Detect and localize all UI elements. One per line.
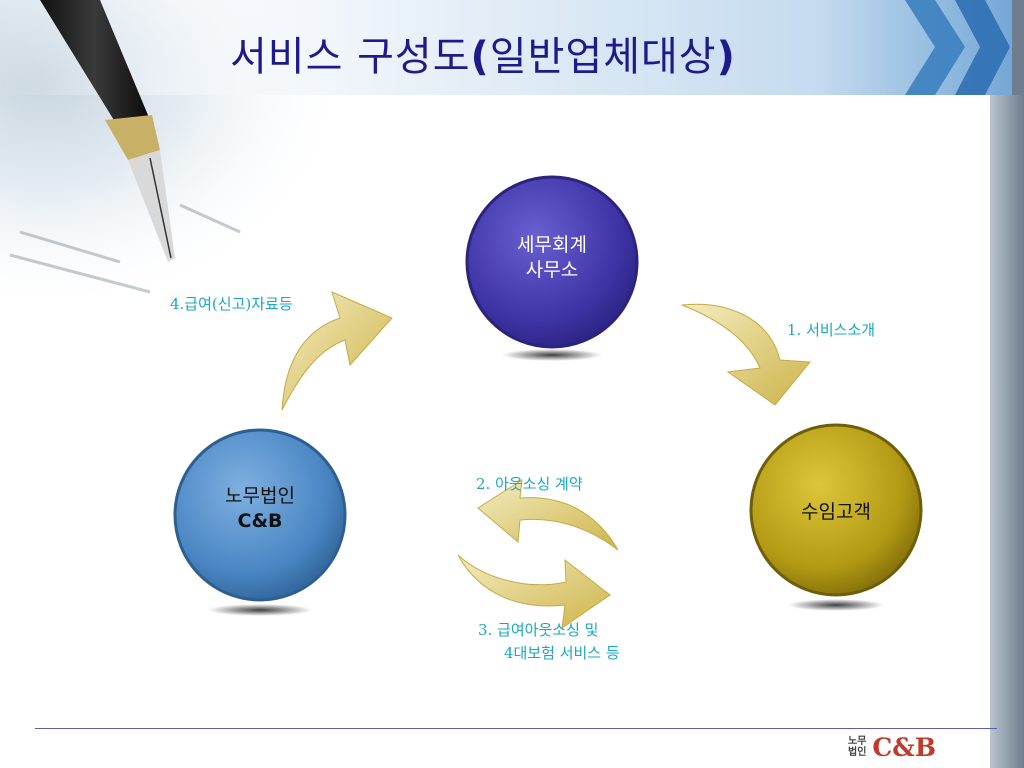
page-title: 서비스 구성도(일반업체대상) [230, 34, 736, 80]
tax-office-shadow [502, 349, 602, 361]
edge-label-payroll-service-line2: 4대보험 서비스 등 [504, 644, 620, 662]
tax-office-label-line2: 사무소 [525, 259, 579, 281]
labor-firm-label-line1: 노무법인 [225, 485, 295, 507]
labor-firm-label: 노무법인 C&B [190, 484, 330, 534]
arrow-outsourcing-contract [477, 479, 619, 551]
client-label: 수임고객 [766, 500, 906, 525]
logo-small-text: 노무 법인 [848, 736, 867, 758]
arrow-payroll-data [281, 291, 393, 411]
client-shadow [788, 599, 884, 611]
labor-firm-label-line2: C&B [237, 510, 283, 532]
edge-label-payroll-service-line1: 3. 급여아웃소싱 및 [478, 621, 599, 639]
arrow-payroll-service [457, 554, 611, 630]
company-logo: 노무 법인 C&B [848, 732, 937, 762]
labor-firm-node [173, 428, 347, 602]
client-node [749, 423, 923, 597]
footer-divider [35, 728, 997, 729]
client-label-line1: 수임고객 [801, 501, 871, 523]
tax-office-label: 세무회계 사무소 [482, 233, 622, 283]
tax-office-label-line1: 세무회계 [517, 234, 587, 256]
edge-label-outsourcing-contract: 2. 아웃소싱 계약 [476, 475, 583, 493]
edge-label-payroll-data: 4.급여(신고)자료등 [170, 295, 293, 313]
arrow-service-intro [681, 303, 811, 406]
logo-main-text: C&B [872, 732, 937, 762]
labor-firm-shadow [208, 604, 312, 616]
edge-label-service-intro: 1. 서비스소개 [787, 321, 876, 339]
tax-office-node [465, 175, 639, 349]
